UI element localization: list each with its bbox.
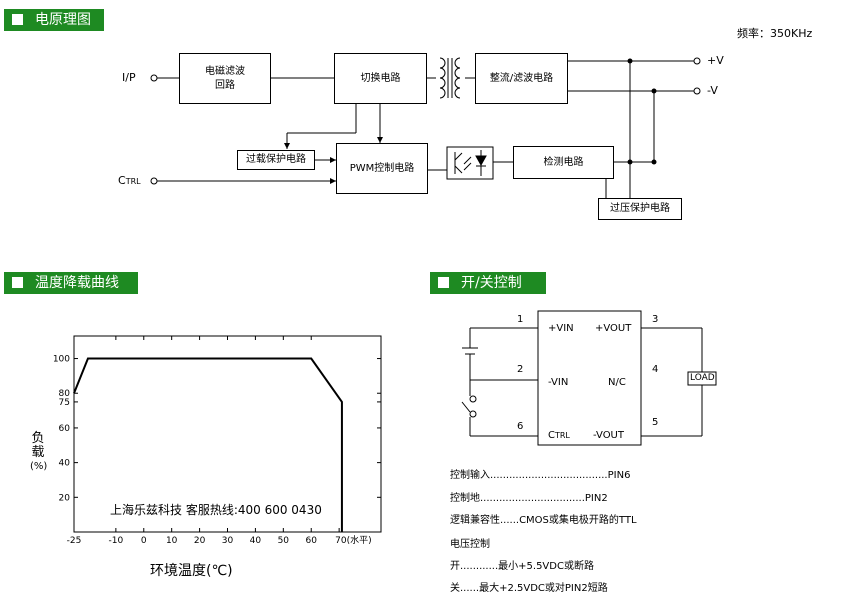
note-on: 开............最小+5.5VDC或断路 — [450, 561, 594, 572]
pin5-number: 5 — [652, 417, 659, 428]
x-tick-label: 30 — [222, 536, 234, 546]
ylabel-char: (%) — [30, 461, 48, 472]
square-bullet-icon — [12, 13, 23, 25]
derating-point — [341, 401, 343, 403]
x-tick-label: 10 — [166, 536, 178, 546]
square-bullet-icon — [12, 276, 23, 288]
note-logic-compat: 逻辑兼容性......CMOS或集电极开路的TTL — [450, 515, 637, 526]
pwm-control-block: PWM控制电路 — [336, 143, 428, 194]
ip-label: I/P — [122, 71, 136, 84]
y-tick-label: 100 — [53, 355, 70, 365]
minus-v-label: -V — [707, 84, 718, 97]
x-end-label: 70(水平) — [335, 534, 371, 546]
chart-xlabel: 环境温度(℃) — [150, 563, 233, 579]
note-control-ground: 控制地.................................PIN2 — [450, 493, 608, 504]
x-tick-label: 40 — [250, 536, 262, 546]
ctrl-sub: TRL — [554, 431, 570, 440]
derating-point — [87, 358, 89, 360]
overvoltage-protection-block: 过压保护电路 — [598, 198, 682, 220]
plus-v-label: +V — [707, 54, 724, 67]
nc-label: N/C — [608, 377, 626, 388]
pin6-number: 6 — [517, 421, 524, 432]
derating-point — [341, 531, 343, 533]
load-label: LOAD — [690, 373, 715, 383]
vout-plus-label: +VOUT — [595, 323, 632, 334]
y-tick-label: 60 — [59, 424, 71, 434]
overload-label: 过载保护电路 — [246, 154, 306, 165]
derating-point — [310, 358, 312, 360]
note-voltage-control: 电压控制 — [450, 539, 490, 550]
switching-label: 切换电路 — [360, 72, 401, 84]
ylabel-char: 载 — [31, 445, 45, 460]
vin-plus-label: +VIN — [548, 323, 574, 334]
overvoltage-label: 过压保护电路 — [610, 203, 670, 214]
y-tick-label: 40 — [59, 459, 71, 469]
section-title: 温度降载曲线 — [35, 275, 119, 291]
x-tick-label: -10 — [109, 536, 124, 546]
chart-ylabel: 负 载 (%) — [30, 431, 48, 474]
derating-point — [73, 392, 75, 394]
section-title: 电原理图 — [35, 12, 91, 28]
y-tick-label: 75 — [59, 398, 70, 408]
ctrl-prefix: C — [548, 430, 555, 441]
y-tick-label: 80 — [59, 389, 71, 399]
detection-label: 检测电路 — [543, 156, 584, 168]
emi-filter-line2: 回路 — [215, 79, 235, 91]
frequency-label: 频率：350KHz — [737, 27, 813, 40]
section-title: 开/关控制 — [461, 275, 522, 291]
y-tick-label: 20 — [59, 493, 71, 503]
ctrl-label: CTRL — [118, 175, 141, 188]
pin4-number: 4 — [652, 364, 659, 375]
x-tick-label: 60 — [306, 536, 318, 546]
rectifier-label: 整流/滤波电路 — [489, 72, 554, 84]
ctrl-prefix: C — [118, 174, 126, 187]
vin-minus-label: -VIN — [548, 377, 569, 388]
note-off: 关......最大+2.5VDC或对PIN2短路 — [450, 583, 608, 594]
section-header-schematic: 电原理图 — [4, 9, 104, 31]
emi-filter-line1: 电磁滤波 — [205, 65, 245, 77]
ylabel-char: 负 — [31, 431, 45, 446]
emi-filter-block: 电磁滤波 回路 — [179, 53, 271, 104]
overload-protection-block: 过载保护电路 — [237, 150, 315, 170]
detection-block: 检测电路 — [513, 146, 614, 179]
x-tick-label: -25 — [67, 536, 82, 546]
chart-watermark: 上海乐兹科技 客服热线:400 600 0430 — [110, 503, 322, 517]
section-header-derating: 温度降载曲线 — [4, 272, 138, 294]
pin2-number: 2 — [517, 364, 524, 375]
pin3-number: 3 — [652, 314, 659, 325]
switching-circuit-block: 切换电路 — [334, 53, 427, 104]
note-control-input: 控制输入....................................… — [450, 470, 631, 481]
pwm-label: PWM控制电路 — [349, 162, 415, 174]
x-tick-label: 0 — [141, 536, 147, 546]
square-bullet-icon — [438, 276, 449, 288]
vout-minus-label: -VOUT — [593, 430, 624, 441]
x-tick-label: 50 — [278, 536, 290, 546]
ctrl-sub: TRL — [125, 177, 141, 186]
section-header-onoff: 开/关控制 — [430, 272, 546, 294]
pin1-number: 1 — [517, 314, 524, 325]
ctrl-pin-label: CTRL — [548, 430, 570, 442]
rectifier-block: 整流/滤波电路 — [475, 53, 568, 104]
x-tick-label: 20 — [194, 536, 206, 546]
